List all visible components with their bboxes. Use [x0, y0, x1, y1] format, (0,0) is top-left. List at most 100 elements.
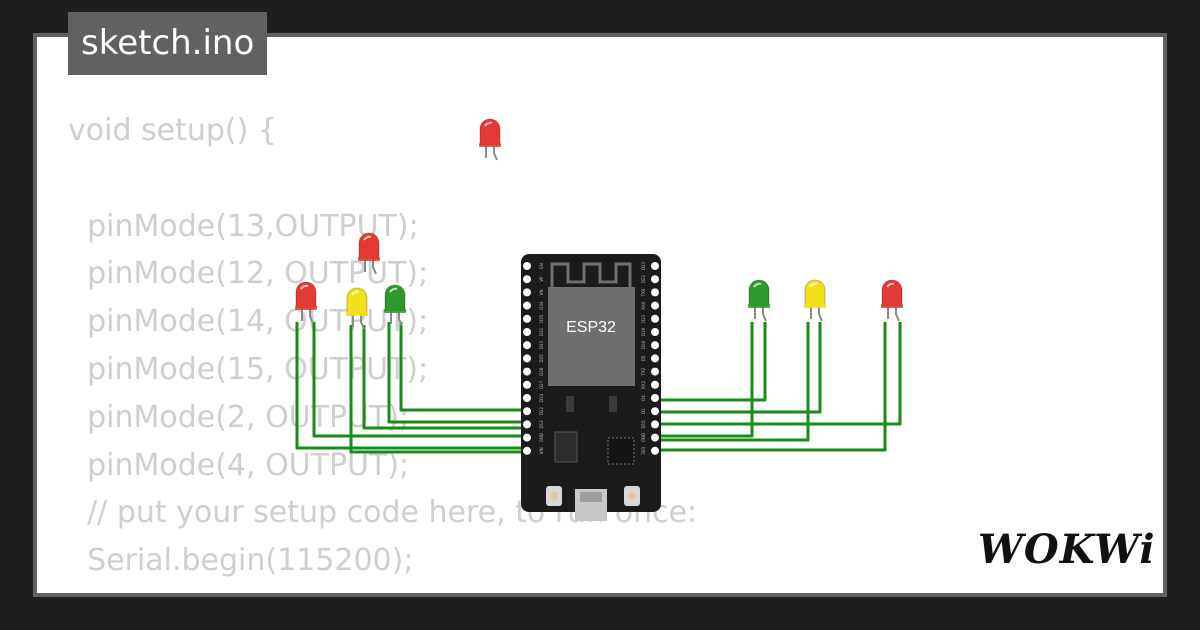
led-rim — [748, 304, 770, 308]
reset-button-cap — [550, 492, 558, 500]
wire[interactable] — [655, 322, 767, 402]
pin-vin[interactable] — [523, 446, 531, 455]
board-pins: ENVPVND34D35D32D33D25D26D27D14D12D13GNDV… — [523, 261, 659, 455]
smd-part — [566, 396, 574, 412]
pin-label: D23 — [641, 261, 646, 270]
pin-label: TX2 — [641, 367, 646, 376]
pin-label: 3V3 — [641, 446, 646, 454]
led-leads — [754, 306, 767, 322]
led-leads — [810, 306, 823, 322]
pin-en[interactable] — [523, 262, 531, 270]
led-rim — [881, 304, 903, 308]
code-preview: void setup() { pinMode(13,OUTPUT); pinMo… — [68, 107, 697, 593]
pin-vn[interactable] — [523, 288, 531, 297]
wire[interactable] — [362, 325, 527, 430]
led-highlight — [363, 235, 372, 241]
pin-label: D12 — [539, 407, 544, 416]
led-highlight — [886, 282, 895, 288]
led-right-yellow[interactable] — [804, 279, 826, 322]
pin-label: VN — [539, 290, 544, 296]
pin-tx0[interactable] — [651, 288, 659, 297]
led-mid[interactable] — [358, 232, 380, 275]
led-leads — [352, 314, 365, 330]
pin-d27[interactable] — [523, 380, 531, 389]
pin-label: RX0 — [641, 301, 646, 310]
pin-d12[interactable] — [523, 407, 531, 416]
pin-d21[interactable] — [651, 314, 659, 323]
code-line: Serial.println("Hello, ESP32!"); — [68, 585, 697, 593]
led-rim — [804, 304, 826, 308]
pin-label: D33 — [539, 341, 544, 350]
leds — [295, 118, 903, 330]
led-left-yellow[interactable] — [346, 287, 368, 330]
pin-vp[interactable] — [523, 275, 531, 284]
code-line: pinMode(12, OUTPUT); — [68, 256, 429, 292]
pin-label: D2 — [641, 408, 646, 414]
pin-d2[interactable] — [651, 407, 659, 416]
pin-d33[interactable] — [523, 341, 531, 350]
wire[interactable] — [387, 322, 527, 424]
led-left-green[interactable] — [384, 284, 406, 327]
led-leads — [485, 145, 498, 161]
pin-3v3[interactable] — [651, 446, 659, 455]
pin-label: D4 — [641, 395, 646, 401]
led-highlight — [351, 290, 360, 296]
pin-d19[interactable] — [651, 328, 659, 336]
esp32-chip — [548, 287, 635, 386]
esp32-board[interactable]: ESP32 ENVPVND34D35D32D33D25D26D27D14D12D… — [521, 254, 661, 521]
led-rim — [295, 306, 317, 310]
code-line: Serial.begin(115200); — [68, 543, 414, 579]
pin-label: D32 — [539, 327, 544, 336]
led-top[interactable] — [479, 118, 501, 161]
wire[interactable] — [655, 322, 902, 426]
pin-gnd[interactable] — [523, 433, 531, 442]
wire[interactable] — [655, 322, 822, 414]
usb-chip — [607, 437, 635, 465]
pin-d14[interactable] — [523, 394, 531, 402]
pin-label: D35 — [539, 314, 544, 323]
wire[interactable] — [655, 322, 810, 442]
pin-d4[interactable] — [651, 394, 659, 402]
wire[interactable] — [655, 322, 754, 438]
pin-label: D27 — [539, 380, 544, 389]
smd-part — [609, 396, 617, 412]
pin-d18[interactable] — [651, 341, 659, 350]
led-highlight — [809, 282, 818, 288]
pin-d13[interactable] — [523, 420, 531, 429]
pin-d35[interactable] — [523, 314, 531, 323]
pin-tx2[interactable] — [651, 367, 659, 376]
pin-d15[interactable] — [651, 420, 659, 429]
pin-d26[interactable] — [523, 367, 531, 376]
pin-label: VIN — [539, 447, 544, 454]
wire[interactable] — [312, 322, 527, 438]
pin-label: D26 — [539, 367, 544, 376]
filename-tab[interactable]: sketch.ino — [68, 12, 268, 75]
boot-button-cap — [628, 492, 636, 500]
pin-d23[interactable] — [651, 262, 659, 270]
pin-d32[interactable] — [523, 328, 531, 336]
pin-label: D13 — [539, 420, 544, 429]
pin-d25[interactable] — [523, 354, 531, 363]
antenna-trace — [550, 262, 632, 290]
pin-d34[interactable] — [523, 301, 531, 310]
wires — [295, 322, 902, 454]
wire[interactable] — [349, 325, 527, 454]
led-left-red[interactable] — [295, 281, 317, 324]
pin-label: D15 — [641, 420, 646, 429]
pin-label: D34 — [539, 301, 544, 310]
wire[interactable] — [655, 322, 887, 452]
pin-rx0[interactable] — [651, 301, 659, 310]
wire[interactable] — [399, 322, 527, 412]
pin-gnd[interactable] — [651, 433, 659, 442]
led-highlight — [753, 282, 762, 288]
led-highlight — [389, 287, 398, 293]
wire[interactable] — [295, 322, 527, 450]
led-leads — [364, 259, 377, 275]
led-right-green[interactable] — [748, 279, 770, 322]
led-leads — [301, 308, 314, 324]
pin-label: TX0 — [641, 288, 646, 297]
pin-d5[interactable] — [651, 354, 659, 363]
led-right-red[interactable] — [881, 279, 903, 322]
pin-rx2[interactable] — [651, 380, 659, 389]
pin-d22[interactable] — [651, 275, 659, 284]
